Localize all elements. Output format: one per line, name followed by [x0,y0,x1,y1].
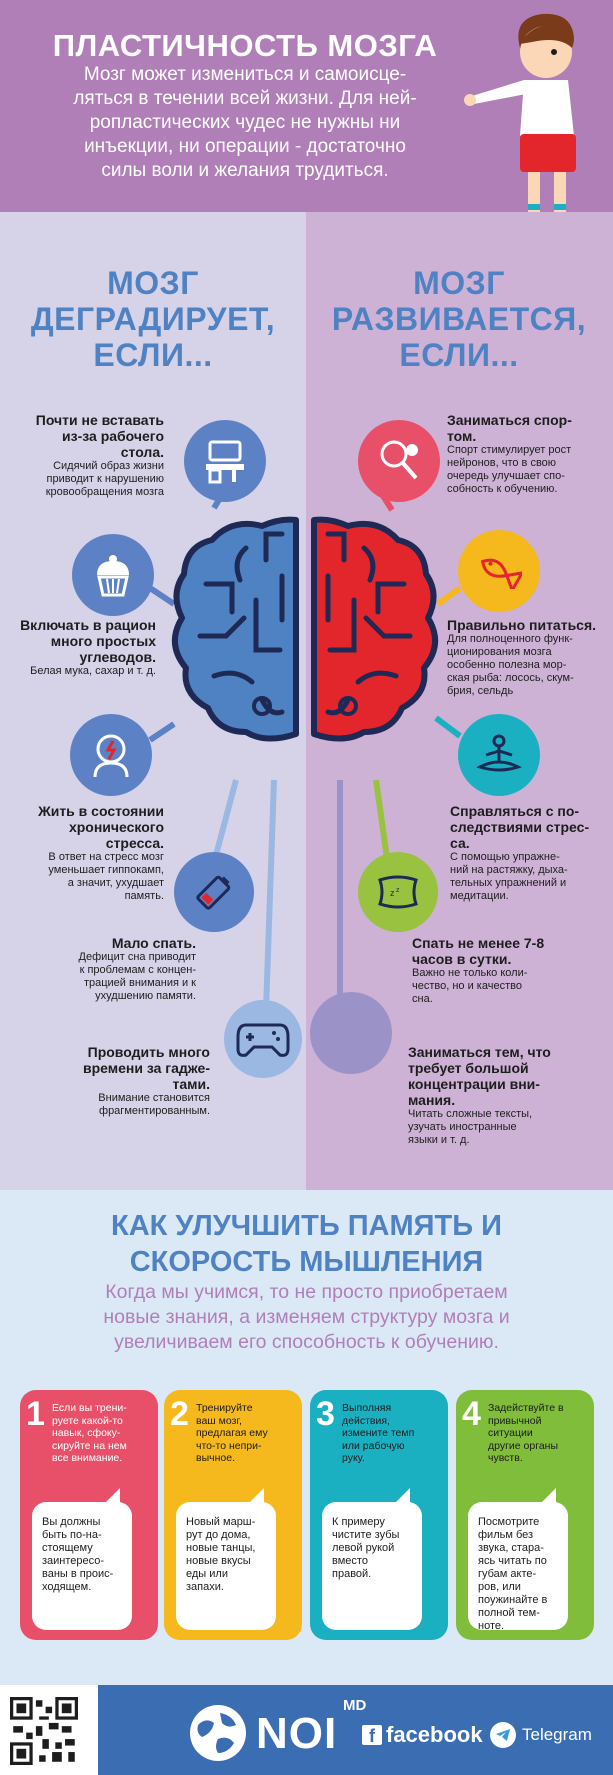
develop-item-5: Заниматься тем, что требует большой конц… [408,1044,551,1146]
tip-card-1: 1 Если вы трени- руете какой-то навык, с… [20,1390,158,1640]
facebook-icon: f [362,1725,382,1746]
thinking-kid-illustration [464,13,576,212]
globe-logo-icon [190,1705,246,1761]
desk-icon [184,420,266,502]
tip-card-2-inner: Новый марш- рут до дома, новые танцы, но… [176,1488,276,1630]
qr-code[interactable] [10,1697,78,1765]
degrade-item-2: Включать в рацион много простых углеводо… [20,617,156,677]
degrade-title: МОЗГ ДЕГРАДИРУЕТ, ЕСЛИ... [30,265,276,373]
develop-item-2: Правильно питаться. Для полноценного фун… [447,617,597,697]
memory-subtitle: Когда мы учимся, то не просто приобретае… [103,1281,510,1353]
meditation-icon [458,714,540,796]
tip-card-4-inner: Посмотрите фильм без звука, стара- ясь ч… [468,1488,568,1632]
degrade-item-5: Проводить много времени за гадже- тами. … [83,1044,210,1117]
telegram-link[interactable]: Telegram [490,1722,592,1748]
svg-text:z: z [390,888,395,898]
develop-item-3: Справляться с по- следствиями стрес- са.… [450,803,590,902]
tip-card-1-inner: Вы должны быть по-на- стоящему заинтерес… [32,1488,132,1630]
tip-card-3-inner: К примеру чистите зубы левой рукой вмест… [322,1488,422,1630]
degrade-item-3: Жить в состоянии хронического стресса. В… [38,803,164,902]
svg-text:z: z [396,887,400,894]
memory-title: КАК УЛУЧШИТЬ ПАМЯТЬ И СКОРОСТЬ МЫШЛЕНИЯ [111,1210,502,1278]
header: ПЛАСТИЧНОСТЬ МОЗГА Мозг может измениться… [0,0,613,212]
facebook-link[interactable]: f facebook [362,1722,483,1748]
develop-item-4: Спать не менее 7-8 часов в сутки. Важно … [412,935,545,1005]
degrade-item-4: Мало спать. Дефицит сна приводит к пробл… [78,935,196,1002]
develop-item-1: Заниматься спор- том. Спорт стимулирует … [447,412,572,495]
degrade-item-1: Почти не вставать из-за рабочего стола. … [35,412,164,498]
sport-racket-icon [358,420,440,502]
header-subtitle: Мозг может измениться и самоисце- ляться… [73,64,417,181]
develop-title: МОЗГ РАЗВИВАЕТСЯ, ЕСЛИ... [331,265,587,373]
tip-card-4: 4 Задействуйте в привычной ситуации друг… [456,1390,594,1640]
tip-card-3: 3 Выполняя действия, измените темп или р… [310,1390,448,1640]
fish-icon [458,530,540,612]
low-battery-icon [174,852,254,932]
tip-card-2: 2 Тренируйте ваш мозг, предлагая ему что… [164,1390,302,1640]
page-title: ПЛАСТИЧНОСТЬ МОЗГА [52,28,438,63]
empty-circle [310,992,392,1074]
footer-bar [98,1685,613,1775]
stress-head-icon [70,714,152,796]
noi-logo-suffix: MD [343,1697,367,1714]
cupcake-icon [72,534,154,616]
noi-logo[interactable]: NOI [256,1709,338,1758]
gamepad-icon [224,1000,302,1078]
telegram-icon [490,1722,516,1748]
